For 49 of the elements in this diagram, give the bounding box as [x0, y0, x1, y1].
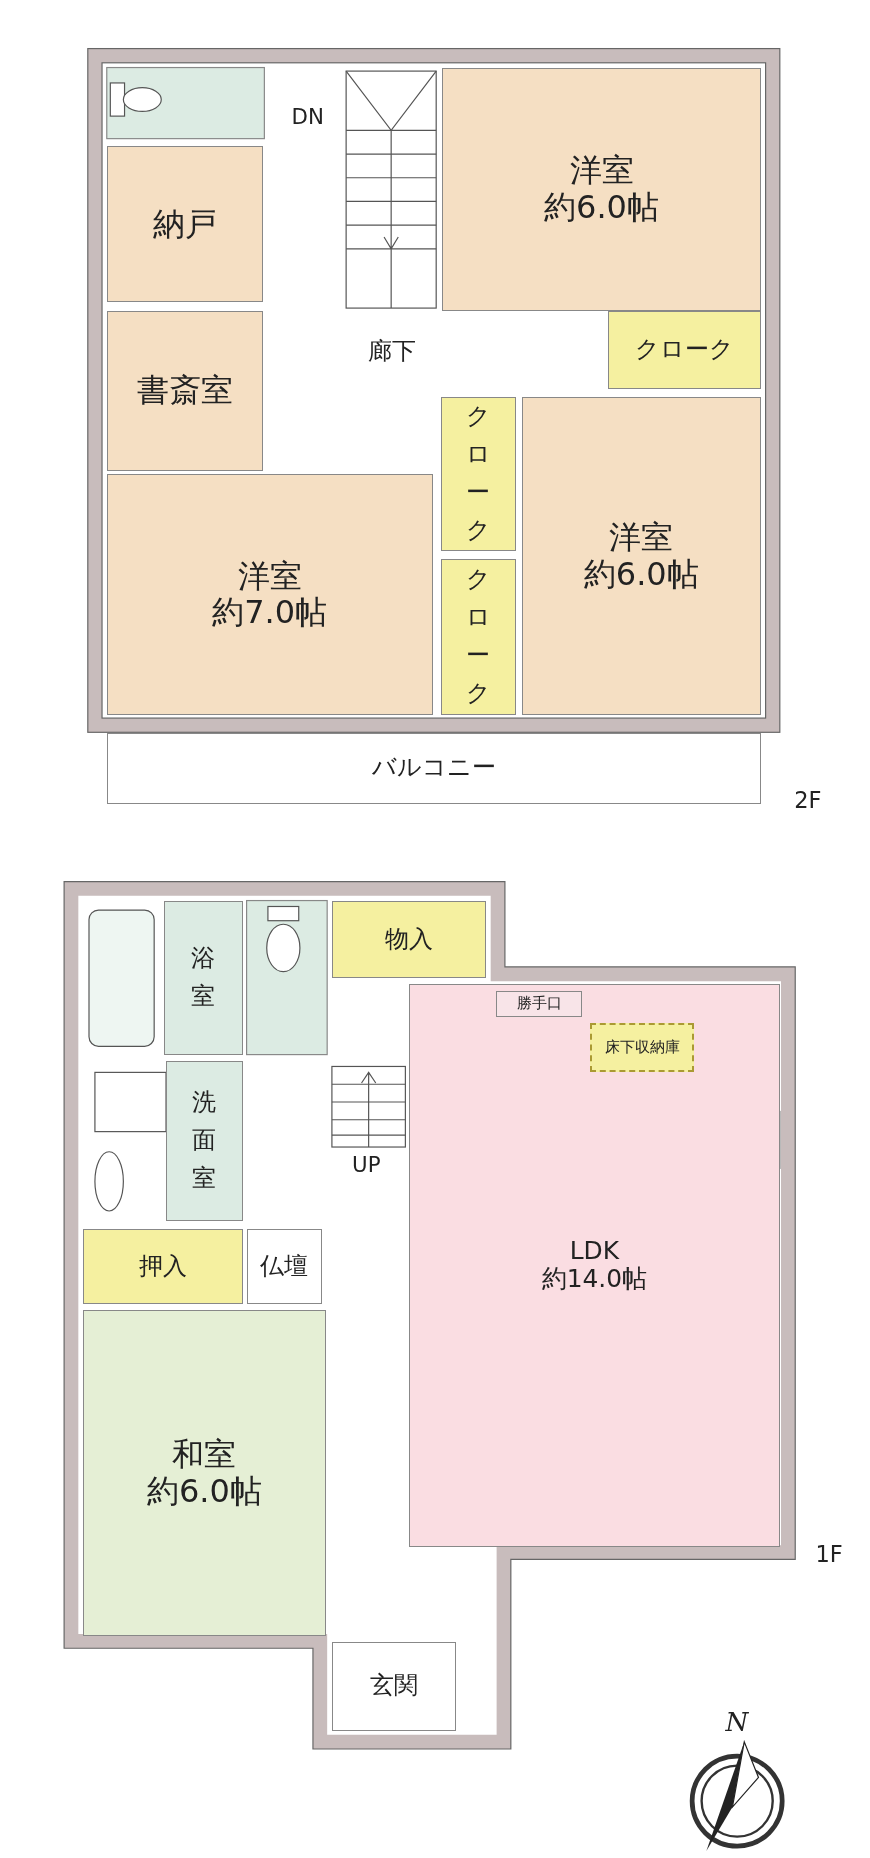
room — [106, 732, 761, 804]
room — [496, 990, 582, 1017]
room — [163, 900, 243, 1055]
room-name: 洋室 — [569, 152, 634, 190]
room-size: 約6.0帖 — [147, 1472, 262, 1510]
room-name: 廊下 — [368, 338, 417, 366]
room-name: クローク — [465, 401, 491, 546]
room-name: バルコニー — [371, 754, 496, 782]
room-name: 洗面室 — [192, 1086, 217, 1194]
floor-label: 2F — [794, 787, 822, 813]
room-size: 約6.0帖 — [583, 555, 699, 593]
room-name: 押入 — [138, 1252, 187, 1281]
room — [82, 1309, 326, 1636]
room-name: 物入 — [384, 925, 433, 953]
room — [331, 900, 486, 978]
room — [440, 559, 516, 715]
room — [521, 397, 761, 715]
stair-direction-label: UP — [352, 1152, 381, 1178]
room-name: 勝手口 — [516, 994, 562, 1013]
room — [590, 1022, 695, 1073]
room-name: LDK — [569, 1236, 620, 1266]
room — [106, 145, 264, 303]
room-name: 洋室 — [609, 519, 674, 556]
room-name: 床下収納庫 — [604, 1038, 680, 1057]
room — [246, 1229, 323, 1304]
room-size: 約6.0帖 — [544, 189, 659, 226]
room — [106, 310, 264, 471]
room-size: 約7.0帖 — [212, 594, 328, 632]
room-name: クローク — [635, 336, 734, 364]
room — [440, 397, 516, 552]
room-name: 浴室 — [190, 942, 216, 1012]
room-name: 仏壇 — [260, 1252, 309, 1281]
north-label: N — [725, 1706, 749, 1737]
room-name: 洋室 — [237, 557, 302, 595]
room — [106, 474, 433, 715]
room-name: クローク — [465, 564, 491, 709]
room-name: 書斎室 — [136, 372, 233, 409]
room — [608, 310, 761, 389]
room — [331, 1641, 457, 1731]
room-size: 約14.0帖 — [541, 1265, 648, 1294]
room-name: 和室 — [172, 1435, 237, 1473]
room — [408, 983, 780, 1547]
floor-label: 1F — [815, 1540, 843, 1567]
stair-direction-label: DN — [291, 104, 324, 130]
room — [442, 67, 761, 311]
room — [82, 1229, 243, 1304]
room-name: 玄関 — [370, 1672, 419, 1700]
room — [165, 1060, 243, 1221]
room-name: 納戸 — [152, 205, 217, 243]
